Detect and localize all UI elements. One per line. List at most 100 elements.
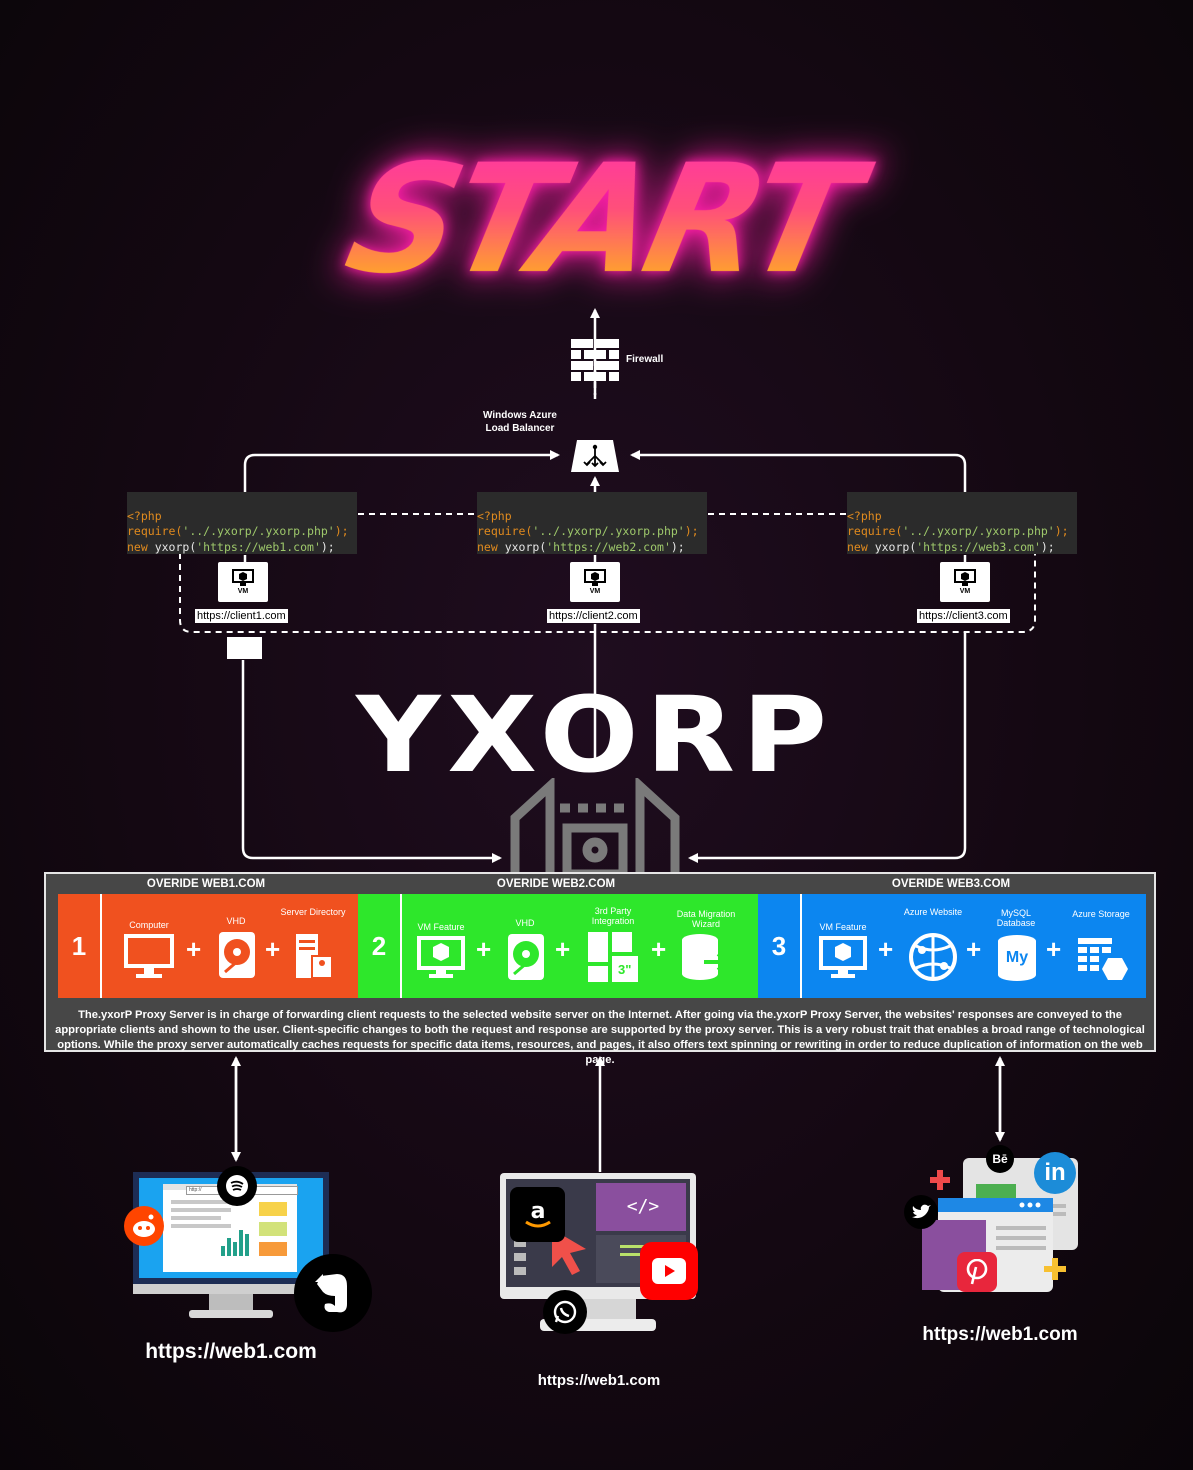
amazon-icon: a [510,1187,565,1242]
feature-vhd-label: VHD [515,918,535,928]
code-php-open: <?php [477,508,512,523]
plus-sign: + [476,934,492,964]
feature-vm-label: VM Feature [819,922,867,932]
code-require-path: '../.yxorp/.yxorp.php' [902,524,1055,538]
integration-badge: 3" [618,962,632,977]
firewall-icon [571,339,619,381]
code-tag-icon: </> [626,1196,660,1217]
code-target-url: 'https://web3.com' [916,539,1041,554]
feature-vhd-label: VHD [226,916,246,926]
code-target-url: 'https://web2.com' [546,539,671,554]
override-panel: OVERIDE WEB1.COM OVERIDE WEB2.COM OVERID… [44,872,1156,1066]
plus-sign: + [966,934,982,964]
behance-icon: Bē [986,1145,1014,1173]
vm-label: VM [959,588,971,595]
code-block-web3: <?php require('../.yxorp/.yxorp.php'); n… [847,492,1077,554]
azure-storage-icon [1078,938,1128,980]
segment-number-1: 1 [58,894,102,998]
code-new-keyword: new [847,539,868,554]
feature-data-migration-label: Data Migration Wizard [676,909,736,929]
firewall-label: Firewall [626,354,664,365]
vm-monitor-icon [954,569,976,586]
vm-label: VM [237,588,249,595]
code-php-open: <?php [847,508,882,523]
yxorp-logo: YXORP [356,674,834,796]
code-call-end: ); [1040,539,1055,554]
segment-number-3: 3 [758,894,802,998]
plus-sign: + [265,934,281,964]
vm-client2: VM [570,562,620,602]
code-block-web1: <?php require('../.yxorp/.yxorp.php'); n… [127,492,357,554]
code-yxorp-call: yxorp( [497,539,547,554]
feature-3rd-party-label: 3rd Party Integration [591,906,635,926]
feature-computer-label: Computer [129,920,169,930]
azure-website-icon [909,933,957,981]
panel-title-web2: OVERIDE WEB2.COM [496,878,616,890]
client3-url: https://client3.com [917,609,1010,623]
client2-url: https://client2.com [547,609,640,623]
evernote-icon [294,1254,372,1332]
web-label-2: https://web1.com [537,1372,661,1389]
plus-sign: + [651,934,667,964]
mysql-database-icon [998,935,1036,981]
code-new-keyword: new [127,539,148,554]
vm-monitor-icon [584,569,606,586]
vm-label: VM [589,588,601,595]
feature-vm-label: VM Feature [417,922,465,932]
proxy-server-icon [510,778,680,874]
code-require-end: ); [334,524,349,538]
integration-icon [588,932,638,982]
code-require-end: ); [1054,524,1069,538]
code-require-fn: require( [847,524,903,538]
plus-sign: + [1046,934,1062,964]
code-require-path: '../.yxorp/.yxorp.php' [182,524,335,538]
vm-feature-icon [417,936,465,978]
panel-description: The.yxorP Proxy Server is in charge of f… [55,1009,1145,1066]
vm-monitor-icon [232,569,254,586]
load-balancer-icon [569,438,621,474]
vhd-icon [219,932,255,978]
code-yxorp-call: yxorp( [867,539,917,554]
code-require-end: ); [684,524,699,538]
code-require-fn: require( [127,524,183,538]
code-block-web2: <?php require('../.yxorp/.yxorp.php'); n… [477,492,707,554]
svg-text:a: a [530,1199,545,1224]
feature-azure-website-label: Azure Website [903,907,963,917]
web-label-3: https://web1.com [922,1324,1078,1345]
server-directory-icon [296,934,333,979]
reddit-icon [124,1206,164,1246]
feature-mysql-label: MySQL Database [996,908,1036,928]
code-new-keyword: new [477,539,498,554]
start-title: START [307,110,894,330]
code-target-url: 'https://web1.com' [196,539,321,554]
code-require-fn: require( [477,524,533,538]
plus-sign: + [186,934,202,964]
computer-icon [124,934,174,978]
plus-sign: + [878,934,894,964]
vm-client1: VM [218,562,268,602]
whatsapp-icon [543,1290,587,1334]
vm-client3: VM [940,562,990,602]
feature-azure-storage-label: Azure Storage [1072,909,1130,919]
vm-feature-icon [819,936,867,978]
code-require-path: '../.yxorp/.yxorp.php' [532,524,685,538]
linkedin-icon: in [1034,1152,1076,1194]
client1-url: https://client1.com [195,609,288,623]
twitter-icon [904,1195,938,1229]
data-migration-icon [682,934,732,980]
panel-title-web3: OVERIDE WEB3.COM [891,878,1011,890]
plus-sign: + [555,934,571,964]
code-call-end: ); [320,539,335,554]
spotify-icon [217,1166,257,1206]
load-balancer-label: Windows Azure Load Balancer [483,410,557,434]
code-yxorp-call: yxorp( [147,539,197,554]
pinterest-icon [957,1252,997,1292]
youtube-icon [640,1242,698,1300]
vhd-icon [508,934,544,980]
feature-server-directory-label: Server Directory [280,907,346,917]
mysql-badge: My [1005,949,1029,966]
segment-number-2: 2 [358,894,402,998]
code-call-end: ); [670,539,685,554]
code-php-open: <?php [127,508,162,523]
